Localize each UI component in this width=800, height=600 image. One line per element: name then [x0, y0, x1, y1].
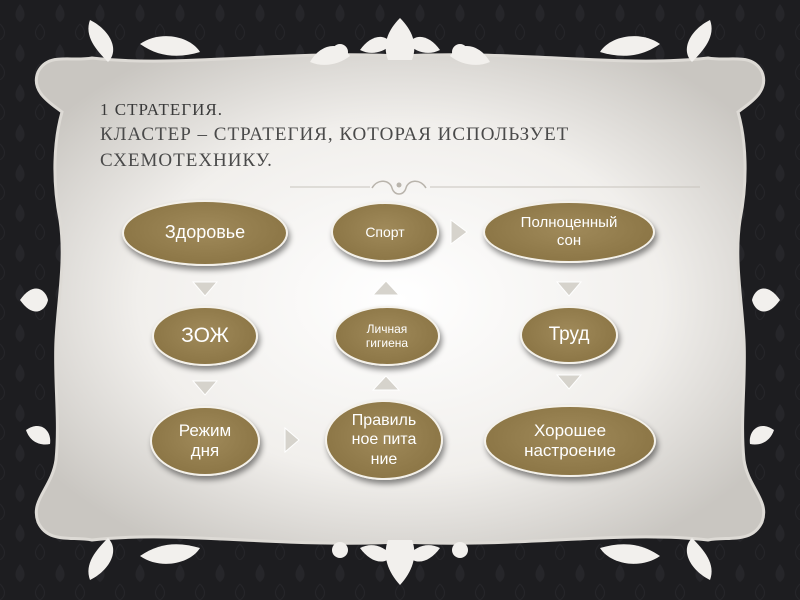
top-ornament: [88, 18, 712, 65]
arrow-son-to-trud: [555, 281, 583, 297]
node-nastroenie: Хорошее настроение: [484, 405, 656, 477]
arrow-zdorovie-to-zozh: [191, 281, 219, 297]
node-gigiena: Личная гигиена: [334, 306, 440, 366]
title-divider: [290, 180, 700, 195]
arrow-rezhim-to-pitanie: [284, 426, 300, 454]
arrow-sport-to-son: [450, 219, 468, 245]
page-title: КЛАСТЕР – СТРАТЕГИЯ, КОТОРАЯ ИСПОЛЬЗУЕТ …: [100, 124, 570, 171]
node-sport: Спорт: [331, 202, 439, 262]
arrow-gigiena-to-sport: [371, 280, 401, 296]
arrow-zozh-to-rezhim: [191, 380, 219, 396]
node-pitanie: Правильное питание: [325, 400, 443, 480]
node-trud: Труд: [520, 306, 618, 364]
bottom-ornament: [88, 538, 712, 585]
node-zozh: ЗОЖ: [152, 306, 258, 366]
strategy-number: 1 СТРАТЕГИЯ.: [100, 100, 223, 119]
arrows: [191, 219, 583, 454]
node-rezhim: Режим дня: [150, 406, 260, 476]
arrow-trud-to-nastroenie: [555, 374, 583, 390]
node-zdorovie: Здоровье: [122, 200, 288, 266]
side-ornament: [20, 288, 780, 445]
node-son: Полноценный сон: [483, 201, 655, 263]
arrow-pitanie-to-gigiena: [371, 375, 401, 391]
